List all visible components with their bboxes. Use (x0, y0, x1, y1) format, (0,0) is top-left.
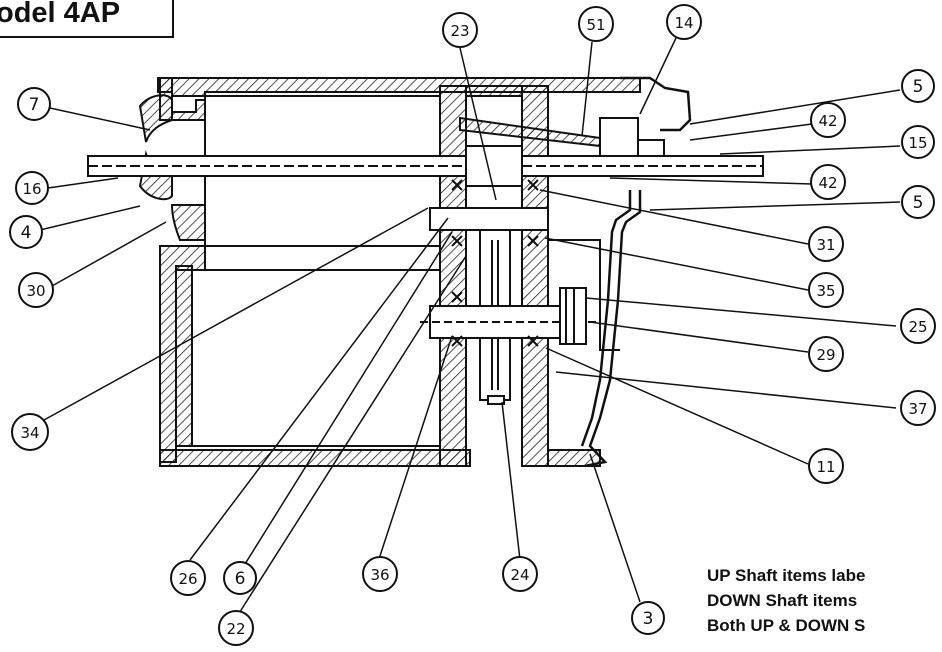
svg-text:11: 11 (816, 458, 835, 476)
svg-text:4: 4 (21, 223, 32, 243)
callout-7: 7 (17, 87, 51, 121)
side-gear (420, 287, 600, 345)
callout-36: 36 (362, 556, 398, 592)
svg-text:29: 29 (816, 346, 835, 364)
svg-text:7: 7 (29, 95, 40, 115)
svg-text:37: 37 (908, 400, 927, 418)
callout-22: 22 (218, 610, 254, 646)
callout-30: 30 (18, 272, 54, 308)
callout-3: 3 (631, 601, 665, 635)
callout-24: 24 (502, 556, 538, 592)
callout-15: 15 (901, 125, 935, 159)
main-shaft (87, 155, 764, 177)
svg-text:31: 31 (816, 236, 835, 254)
callout-31: 31 (808, 226, 844, 262)
model-title-text: odel 4AP (0, 0, 121, 29)
svg-text:22: 22 (226, 620, 245, 638)
callout-42-bottom: 42 (810, 164, 846, 200)
actuator-block (459, 116, 665, 157)
callout-25: 25 (900, 308, 936, 344)
right-cover (580, 76, 692, 468)
svg-text:5: 5 (913, 77, 924, 97)
callout-29: 29 (808, 336, 844, 372)
svg-text:36: 36 (370, 566, 389, 584)
callout-4: 4 (9, 215, 43, 249)
svg-text:25: 25 (908, 318, 927, 336)
callout-6: 6 (223, 561, 257, 595)
svg-text:14: 14 (674, 14, 693, 32)
housing-inner-lines (191, 95, 620, 447)
model-title-box: odel 4AP (0, 0, 174, 38)
legend-down-shaft: DOWN Shaft items (707, 591, 858, 610)
bearing-marks (451, 179, 539, 347)
svg-text:35: 35 (816, 282, 835, 300)
leader-lines (39, 37, 901, 619)
callout-37: 37 (900, 390, 936, 426)
callout-51: 51 (578, 6, 614, 42)
svg-text:26: 26 (178, 570, 197, 588)
callout-16: 16 (15, 171, 49, 205)
svg-text:42: 42 (818, 112, 837, 130)
callout-5-top: 5 (901, 69, 935, 103)
callout-5-bottom: 5 (901, 185, 935, 219)
callout-26: 26 (170, 560, 206, 596)
svg-text:34: 34 (20, 424, 39, 442)
callout-42-top: 42 (810, 102, 846, 138)
svg-text:24: 24 (510, 566, 529, 584)
callout-11: 11 (808, 448, 844, 484)
svg-text:3: 3 (643, 609, 654, 629)
legend-both-shafts: Both UP & DOWN S (707, 616, 866, 635)
svg-text:15: 15 (908, 134, 927, 152)
svg-text:6: 6 (235, 569, 246, 589)
legend-up-shaft: UP Shaft items labe (707, 566, 866, 585)
svg-text:42: 42 (818, 174, 837, 192)
callout-23: 23 (442, 12, 478, 48)
svg-text:5: 5 (913, 193, 924, 213)
callout-14: 14 (666, 4, 702, 40)
svg-text:16: 16 (22, 180, 41, 198)
callout-35: 35 (808, 272, 844, 308)
svg-text:23: 23 (450, 22, 469, 40)
svg-text:30: 30 (26, 282, 45, 300)
svg-text:51: 51 (586, 16, 605, 34)
callout-34: 34 (11, 413, 49, 451)
shaft-legend: UP Shaft items labe DOWN Shaft items Bot… (707, 563, 865, 638)
callouts: 7 16 4 30 34 23 51 14 5 42 15 42 5 31 35… (9, 4, 936, 646)
